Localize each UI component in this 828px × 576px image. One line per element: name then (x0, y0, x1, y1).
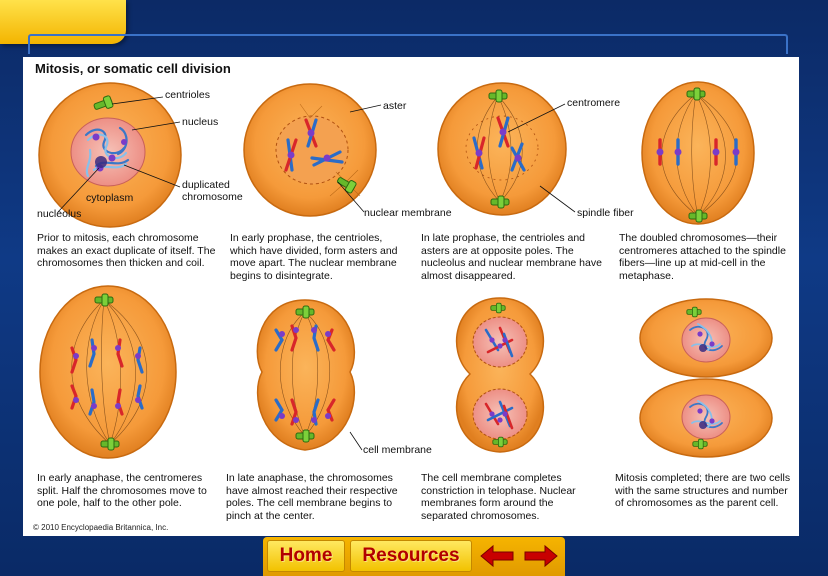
diagram-title: Mitosis, or somatic cell division (35, 61, 231, 76)
caption-late-prophase: In late prophase, the centrioles and ast… (421, 232, 602, 282)
label-spindle-fiber: spindle fiber (577, 207, 634, 219)
forward-button[interactable] (522, 540, 560, 572)
cell-late-anaphase (256, 299, 363, 451)
label-aster: aster (383, 100, 407, 112)
caption-mitosis-completed: Mitosis completed; there are two cells w… (615, 472, 791, 509)
label-duplicated-chromosome: duplicated chromosome (182, 179, 243, 203)
cell-telophase (455, 297, 545, 453)
label-nucleus: nucleus (182, 116, 219, 128)
cell-early-prophase (243, 83, 382, 217)
back-button[interactable] (478, 540, 516, 572)
label-cytoplasm: cytoplasm (86, 192, 134, 204)
cell-metaphase (641, 81, 755, 225)
cell-interphase (38, 82, 182, 228)
caption-telophase: The cell membrane completes constriction… (421, 472, 576, 522)
cell-early-anaphase (39, 285, 177, 459)
label-cell-membrane: cell membrane (363, 444, 432, 456)
corner-tab (0, 0, 126, 44)
left-arrow-icon (480, 544, 514, 568)
caption-early-anaphase: In early anaphase, the centromeres split… (37, 472, 207, 509)
mitosis-diagram (38, 81, 773, 459)
caption-late-anaphase: In late anaphase, the chromosomes have a… (226, 472, 398, 522)
panel-frame (28, 34, 788, 54)
label-nuclear-membrane: nuclear membrane (364, 207, 452, 219)
resources-button[interactable]: Resources (350, 540, 472, 572)
label-centrioles: centrioles (165, 89, 210, 101)
caption-metaphase: The doubled chromosomes—their centromere… (619, 232, 786, 282)
copyright-notice: © 2010 Encyclopaedia Britannica, Inc. (33, 523, 169, 532)
label-nucleolus: nucleolus (37, 208, 82, 220)
caption-early-prophase: In early prophase, the centrioles, which… (230, 232, 398, 282)
cell-late-prophase (437, 82, 576, 216)
right-arrow-icon (524, 544, 558, 568)
cell-daughter-cells (639, 298, 773, 458)
home-button[interactable]: Home (267, 540, 345, 572)
label-centromere: centromere (567, 97, 621, 109)
caption-interphase: Prior to mitosis, each chromosome makes … (37, 232, 216, 269)
